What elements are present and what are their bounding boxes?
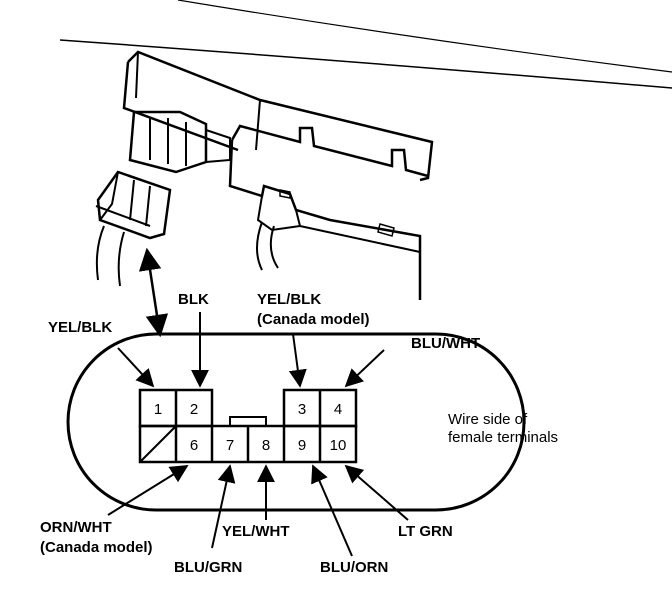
label-blk: BLK [178,291,209,308]
label-yel-wht: YEL/WHT [222,523,290,540]
label-orn-wht: ORN/WHT [40,519,112,536]
pin-10: 10 [330,437,347,454]
pin-2: 2 [190,401,198,418]
label-blu-wht: BLU/WHT [411,335,480,352]
label-yel-blk: YEL/BLK [48,319,112,336]
label-yel-blk-canada: YEL/BLK [257,291,321,308]
pin-9: 9 [298,437,306,454]
view-note-line2: female terminals [448,429,558,446]
pin-3: 3 [298,401,306,418]
label-yel-blk-canada-note: (Canada model) [257,311,370,328]
pin-8: 8 [262,437,270,454]
label-blu-orn: BLU/ORN [320,559,388,576]
pin-4: 4 [334,401,342,418]
view-note-line1: Wire side of [448,411,528,428]
label-lt-grn: LT GRN [398,523,453,540]
mounted-unit-illustration [59,0,672,338]
leader-arrows [107,312,409,557]
pin-7: 7 [226,437,234,454]
terminal-grid [138,388,358,464]
pin-6: 6 [190,437,198,454]
label-blu-grn: BLU/GRN [174,559,242,576]
unused-terminal-slash [139,425,177,463]
connector-outline [66,332,526,512]
pin-1: 1 [154,401,162,418]
label-orn-wht-canada-note: (Canada model) [40,539,153,556]
